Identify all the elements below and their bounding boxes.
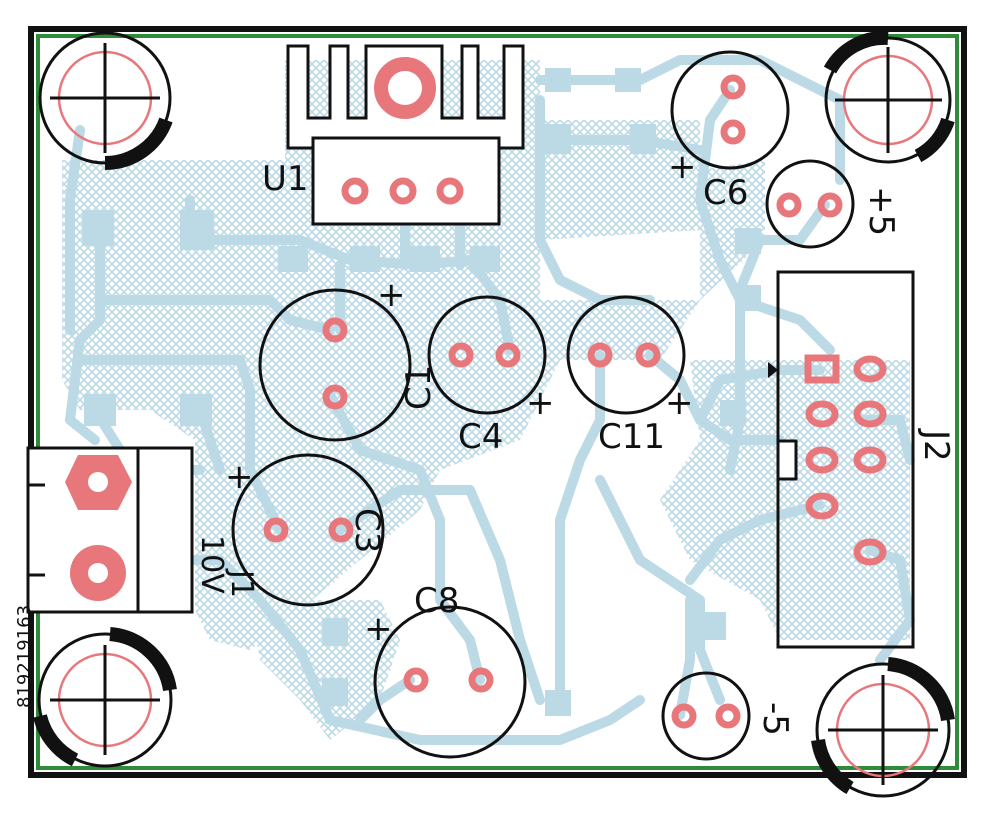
smd-pads bbox=[82, 68, 761, 716]
u1-tab-hole bbox=[374, 57, 436, 119]
mounting-holes bbox=[33, 30, 955, 798]
c1-label: C1 bbox=[399, 365, 439, 410]
c6-label: C6 bbox=[703, 173, 748, 213]
capacitor-c11: + C11 bbox=[566, 295, 694, 457]
connector-minus5: -5 bbox=[661, 671, 795, 761]
connector-j1: 10V J1 bbox=[26, 446, 259, 614]
c8-polarity-plus: + bbox=[364, 609, 393, 649]
mounting-hole-bottom-right bbox=[811, 657, 955, 798]
c4-label: C4 bbox=[458, 417, 503, 457]
j1-value-label: 10V bbox=[194, 535, 229, 594]
mounting-hole-bottom-left bbox=[33, 627, 177, 768]
plus5-label: +5 bbox=[861, 186, 901, 236]
minus5-label: -5 bbox=[755, 702, 795, 736]
c3-label: C3 bbox=[347, 508, 387, 553]
u1-label: U1 bbox=[262, 159, 309, 199]
c6-polarity-plus: + bbox=[668, 147, 697, 187]
j1-label: J1 bbox=[224, 568, 259, 598]
c3-polarity-plus: + bbox=[225, 457, 254, 497]
capacitor-c4: + C4 bbox=[427, 295, 555, 457]
u1-pins bbox=[341, 177, 464, 205]
c4-polarity-plus: + bbox=[526, 383, 555, 423]
c1-polarity-plus: + bbox=[377, 275, 406, 315]
c11-label: C11 bbox=[598, 417, 665, 457]
board-inner-edge bbox=[36, 34, 959, 770]
mounting-hole-top-right bbox=[823, 30, 955, 164]
capacitor-c6: + C6 bbox=[668, 50, 790, 213]
connector-plus5: +5 bbox=[765, 159, 901, 249]
stock-id-watermark: 819219163 bbox=[14, 605, 35, 708]
capacitor-c8: + C8 bbox=[364, 581, 527, 759]
c8-label: C8 bbox=[414, 581, 459, 621]
j2-label: J2 bbox=[916, 428, 956, 462]
capacitor-c3: + C3 bbox=[225, 453, 387, 607]
connector-j2: J2 bbox=[768, 270, 956, 649]
c11-polarity-plus: + bbox=[665, 383, 694, 423]
mounting-hole-top-left bbox=[38, 31, 173, 170]
capacitor-c1: + C1 bbox=[258, 275, 439, 442]
u1-heatsink-outline bbox=[286, 44, 525, 150]
